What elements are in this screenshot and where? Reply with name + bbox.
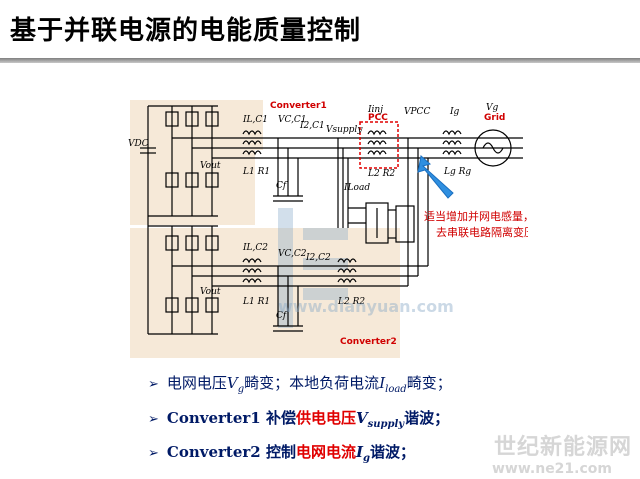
label-l2r2-top: L2 R2 [367,169,395,179]
annotation-arrow [417,155,454,199]
bullet-2: ➢ Converter1 补偿供电电压Vsupply谐波； [148,407,449,430]
bullet-2-text-b: 谐波； [404,409,450,427]
label-i2-c1: I2,C1 [299,121,325,131]
label-vout-2: Vout [200,287,221,297]
circuit-diagram: Converter1 Converter2 PCC Grid VDC Vout … [128,100,528,358]
watermark-cn: 世纪新能源网 [493,435,632,460]
bullet-arrow-icon: ➢ [148,377,159,392]
title-divider [0,58,640,63]
label-vc-c2: VC,C2 [278,249,307,259]
converter1-switches [165,106,219,216]
label-i2-c2: I2,C2 [305,253,331,263]
bullet-1-text-b: 畸变；本地负荷电流 [244,374,380,392]
bullet-2-var: V [355,409,368,427]
converter2-switches [165,226,219,334]
diagram-watermark-text: www.dianyuan.com [278,297,454,316]
bullet-2-sub: supply [367,419,405,430]
bullet-1-text-c: 畸变； [406,374,452,392]
bullet-1-sub2: load [385,384,407,395]
bullet-3-text-a: Converter2 控制 [166,443,296,461]
bullet-3: ➢ Converter2 控制电网电流Ig谐波； [148,441,415,464]
bullet-arrow-icon: ➢ [148,412,159,427]
grid-source [474,129,512,167]
diagram-watermark-logo [278,208,348,328]
bullet-3-sub: g [363,453,370,464]
label-lgrg: Lg Rg [443,167,471,177]
bullet-arrow-icon: ➢ [148,446,159,461]
annotation-line2: 去串联电路隔离变压器 [436,225,528,239]
bullet-1-sub: g [237,384,245,395]
label-vc-c1: VC,C1 [278,115,307,125]
pcc-box [359,121,399,169]
label-vpcc: VPCC [404,107,430,117]
bullet-3-var: I [355,443,363,461]
label-converter2: Converter2 [340,337,397,347]
bullet-1-var2: I [379,374,386,392]
bullet-1-var: V [226,374,238,392]
label-l1r1-bot: L1 R1 [242,297,270,307]
rl-load [395,205,415,243]
label-vg: Vg [486,103,498,113]
label-ig: Ig [449,107,460,117]
label-vdc: VDC [128,139,149,149]
label-vout-1: Vout [200,161,221,171]
label-cf-bot: Cf [276,311,288,321]
label-grid: Grid [484,113,505,123]
watermark-url: www.ne21.com [492,461,612,477]
bullet-2-text-a: Converter1 补偿 [166,409,296,427]
slide-title: 基于并联电源的电能质量控制 [10,16,362,46]
label-il-c2: IL,C2 [242,243,268,253]
label-cf-top: Cf [276,181,288,191]
annotation-line1: 适当增加并网电感量，但省 [424,209,528,223]
bullet-2-red: 供电电压 [295,409,356,427]
label-pcc: PCC [368,113,388,123]
label-l2r2-bot: L2 R2 [337,297,365,307]
bullet-1: ➢ 电网电压Vg畸变；本地负荷电流Iload畸变； [148,372,452,395]
label-vsupply: Vsupply [326,125,363,135]
bullet-3-text-b: 谐波； [370,443,416,461]
bullet-1-text-a: 电网电压 [166,374,227,392]
bullet-3-red: 电网电流 [295,443,356,461]
label-l1r1-top: L1 R1 [242,167,270,177]
label-converter1: Converter1 [270,101,327,111]
label-iinj: Iinj [367,105,383,115]
converter1-panel-ext [255,100,263,150]
label-iload: ILoad [343,183,370,193]
label-il-c1: IL,C1 [242,115,268,125]
